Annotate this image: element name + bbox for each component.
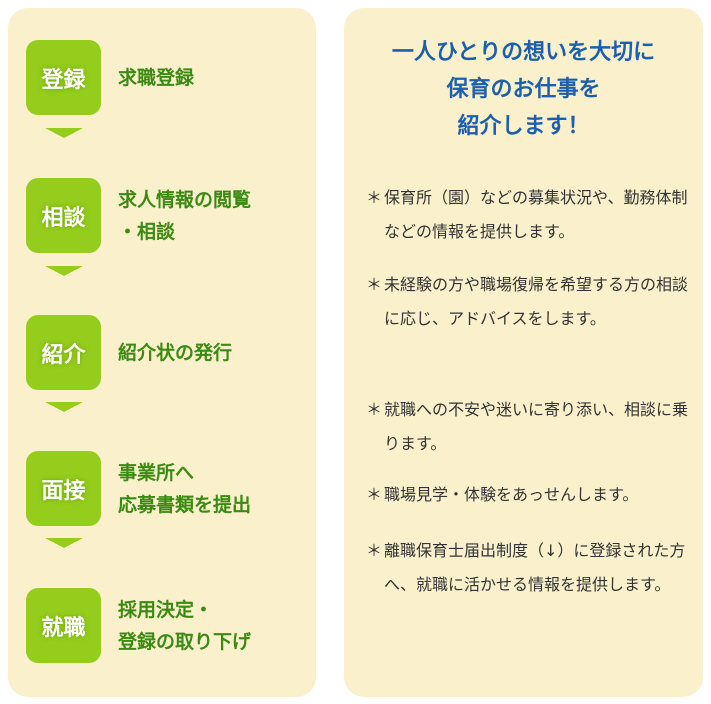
step-employment: 就職 採用決定・ 登録の取り下げ [26,588,316,663]
process-steps-panel: 登録 求職登録 相談 求人情報の閲覧 ・相談 紹介 紹介状の発行 面接 事業所へ… [8,8,316,697]
step-label: 事業所へ 応募書類を提出 [118,461,252,516]
step-label: 求人情報の閲覧 ・相談 [118,188,252,243]
arrow-down-icon [45,538,83,548]
step-registration: 登録 求職登録 [26,40,316,115]
step-label: 採用決定・ 登録の取り下げ [118,598,252,653]
step-badge: 登録 [26,40,101,115]
services-panel: 一人ひとりの想いを大切に 保育のお仕事を 紹介します！ ＊保育所（園）などの募集… [344,8,703,697]
list-item: ＊未経験の方や職場復帰を希望する方の相談に応じ、アドバイスをします。 [366,268,702,336]
arrow-down-icon [45,266,83,276]
list-item: ＊就職への不安や迷いに寄り添い、相談に乗ります。 [366,393,702,461]
arrow-down-icon [45,128,83,138]
step-interview: 面接 事業所へ 応募書類を提出 [26,451,316,526]
asterisk-icon: ＊ [366,400,383,419]
step-label: 紹介状の発行 [118,341,233,364]
step-label: 求職登録 [118,66,195,89]
step-referral: 紹介 紹介状の発行 [26,315,316,390]
step-badge: 就職 [26,588,101,663]
asterisk-icon: ＊ [366,275,383,294]
step-badge: 面接 [26,451,101,526]
step-badge: 紹介 [26,315,101,390]
asterisk-icon: ＊ [366,541,383,560]
list-item: ＊離職保育士届出制度（↓）に登録された方へ、就職に活かせる情報を提供します。 [366,534,702,602]
asterisk-icon: ＊ [366,485,383,504]
arrow-down-icon [45,402,83,412]
asterisk-icon: ＊ [366,188,383,207]
list-item: ＊保育所（園）などの募集状況や、勤務体制などの情報を提供します。 [366,181,702,249]
step-consultation: 相談 求人情報の閲覧 ・相談 [26,178,316,253]
panel-title: 一人ひとりの想いを大切に 保育のお仕事を 紹介します！ [391,40,656,139]
step-badge: 相談 [26,178,101,253]
list-item: ＊職場見学・体験をあっせんします。 [366,478,702,512]
